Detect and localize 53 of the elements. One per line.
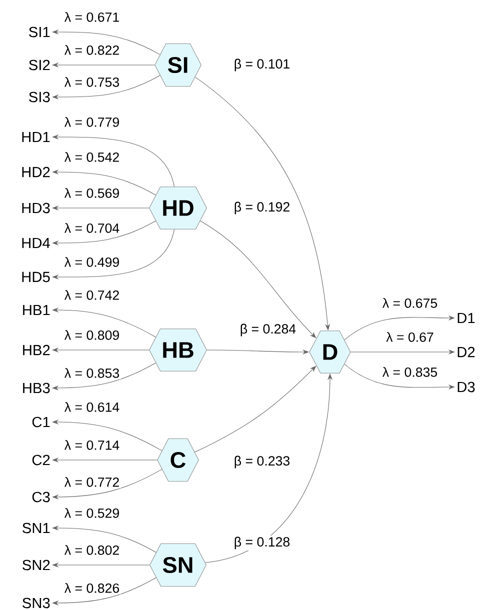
indicator-label: SN3 — [22, 598, 50, 608]
edge-label: λ = 0.742 — [63, 288, 121, 302]
edge-label: β = 0.128 — [232, 535, 292, 551]
indicator-label: HD2 — [22, 166, 50, 178]
edge-label: λ = 0.614 — [63, 400, 121, 414]
indicator-label: C1 — [32, 416, 50, 428]
edge-label: λ = 0.529 — [63, 506, 121, 520]
edge-label: β = 0.192 — [232, 200, 292, 216]
indicator-label: D1 — [458, 312, 475, 324]
edge-label: λ = 0.835 — [381, 366, 439, 378]
edge-label: λ = 0.569 — [63, 186, 121, 200]
indicator-label: HD5 — [22, 272, 50, 282]
edge-label: λ = 0.753 — [63, 76, 121, 88]
construct-hexagon: SI — [154, 43, 202, 87]
edge-label: β = 0.101 — [232, 57, 292, 73]
indicator-label: SN1 — [22, 522, 50, 534]
construct-hexagon: SN — [150, 543, 206, 587]
indicator-label: HD1 — [22, 132, 50, 142]
edge-label: λ = 0.822 — [63, 44, 121, 56]
edge-label: λ = 0.671 — [63, 10, 121, 24]
edge-label: λ = 0.809 — [63, 328, 121, 342]
indicator-label: SI2 — [29, 60, 50, 70]
edge-label: λ = 0.853 — [63, 366, 121, 380]
construct-hexagon: D — [309, 330, 351, 374]
edge-label: β = 0.284 — [238, 322, 298, 338]
arrow — [194, 366, 316, 452]
indicator-label: SI1 — [29, 26, 50, 38]
edge-label: λ = 0.779 — [63, 116, 121, 128]
indicator-label: C3 — [32, 492, 50, 502]
indicator-label: C2 — [32, 454, 50, 466]
edge-label: λ = 0.675 — [381, 296, 439, 310]
edge-label: λ = 0.826 — [63, 582, 121, 594]
edge-label: λ = 0.499 — [63, 256, 121, 268]
construct-hexagon: C — [157, 438, 199, 482]
edge-label: λ = 0.704 — [63, 222, 121, 234]
edge-label: β = 0.233 — [232, 454, 292, 470]
indicator-label: HB3 — [23, 382, 50, 394]
indicator-label: HB2 — [23, 344, 50, 356]
indicator-label: SN2 — [22, 560, 50, 570]
indicator-label: D3 — [458, 382, 475, 392]
edge-label: λ = 0.542 — [63, 150, 121, 164]
indicator-label: SI3 — [29, 92, 50, 102]
edge-label: λ = 0.67 — [384, 330, 436, 344]
indicator-label: HB1 — [23, 304, 50, 316]
edge-label: λ = 0.772 — [63, 476, 121, 488]
indicator-label: HD3 — [22, 202, 50, 214]
edge-label: λ = 0.714 — [63, 438, 121, 452]
edge-label: λ = 0.802 — [63, 544, 121, 556]
construct-hexagon: HD — [149, 186, 207, 230]
indicator-label: HD4 — [22, 238, 50, 248]
construct-hexagon: HB — [149, 328, 207, 372]
arrow — [200, 220, 316, 338]
indicator-label: D2 — [458, 346, 475, 358]
